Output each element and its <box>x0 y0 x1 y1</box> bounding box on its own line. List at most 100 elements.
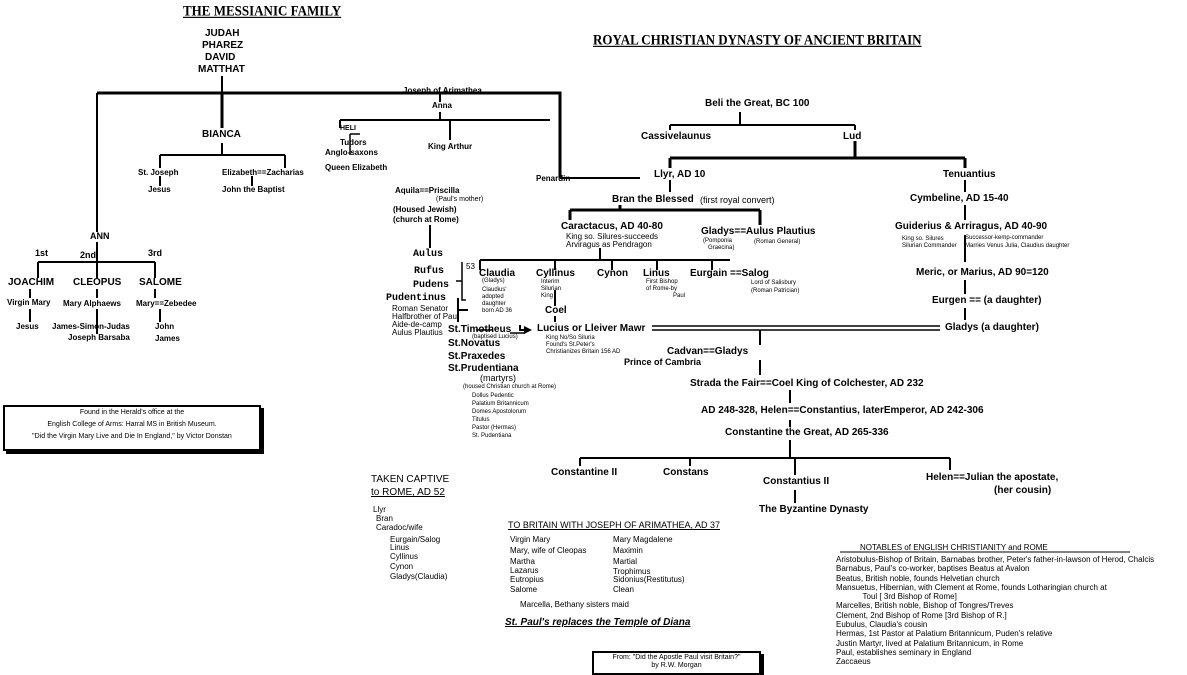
node-virgin-mary: Virgin Mary <box>7 298 51 307</box>
britain-marcella: Marcella, Bethany sisters maid <box>520 600 629 609</box>
pudentinus-note-4: Aulus Plautius <box>392 328 443 337</box>
church-name-6: St. Pudentiana <box>472 433 512 439</box>
royal-dynasty-title: ROYAL CHRISTIAN DYNASTY OF ANCIENT BRITA… <box>593 30 922 49</box>
cyllinus-note-2: Silurian <box>541 286 562 292</box>
notable-3: Beatus, British noble, founds Helvetian … <box>836 573 1000 583</box>
node-lud: Lud <box>843 131 862 142</box>
captive-name-2: Bran <box>376 514 393 523</box>
node-lucius-lleiver-mawr: Lucius or Lleiver Mawr <box>537 323 646 334</box>
from-line-1: From: "Did the Apostle Paul visit Britai… <box>612 654 741 661</box>
node-constans: Constans <box>663 467 709 478</box>
node-salome: SALOME <box>139 277 182 288</box>
node-cleopus: CLEOPUS <box>73 277 122 288</box>
node-joseph-of-arimathea: Joseph of Arimathea <box>403 86 482 95</box>
guiderius-note-1: King so. Silures <box>902 236 944 242</box>
messianic-family-title: THE MESSIANIC FAMILY <box>183 1 342 20</box>
node-cassivelaunus: Cassivelaunus <box>641 131 712 142</box>
lucius-note-2: Found's St.Peter's <box>546 342 595 348</box>
claudia-note-5: born AD 36 <box>482 308 513 314</box>
notables-list: Aristobulus-Bishop of Britain, Barnabas … <box>836 555 1154 667</box>
captive-name-1: Llyr <box>373 505 386 514</box>
note-housed-christian-church: (housed Christian church at Rome) <box>463 384 557 390</box>
label-1st: 1st <box>35 248 49 258</box>
node-pharez: PHAREZ <box>202 40 244 51</box>
salog-note-1: Lord of Salisbury <box>751 280 797 286</box>
britain-col2-5: Sidonius(Restitutus) <box>613 575 685 584</box>
notable-5: Toul [ 3rd Bishop of Rome] <box>836 592 957 602</box>
node-ann: ANN <box>90 231 110 241</box>
st-pauls-note: St. Paul's replaces the Temple of Diana <box>505 617 691 628</box>
church-name-5: Pastor (Hermas) <box>472 425 517 431</box>
label-2nd: 2nd <box>80 250 97 260</box>
claudia-note-4: daughter <box>482 301 506 307</box>
node-elizabeth-zacharias: Elizabeth==Zacharias <box>222 168 304 177</box>
church-name-4: Titulus <box>472 417 490 423</box>
notable-2: Barnabus, Paul's co-worker, baptises Bea… <box>836 564 1030 574</box>
notable-8: Eubulus, Claudia's cousin <box>836 620 928 630</box>
node-st-praxedes: St.Praxedes <box>448 351 506 362</box>
node-mary-alphaews: Mary Alphaews <box>63 299 121 308</box>
captive-heading: TAKEN CAPTIVE <box>371 474 450 485</box>
guiderius-note-2: Silurian Commander <box>902 243 957 249</box>
captive-name-8: Gladys(Claudia) <box>390 572 448 581</box>
node-strada-coel: Strada the Fair==Coel King of Colchester… <box>690 378 924 389</box>
node-st-prudentiana: St.Prudentiana <box>448 363 519 374</box>
notable-6: Marcelles, British noble, Bishop of Tong… <box>836 601 1014 611</box>
node-beli-the-great: Beli the Great, BC 100 <box>705 98 810 109</box>
node-bianca: BIANCA <box>202 129 241 140</box>
notable-11: Paul, establishes seminary in England <box>836 647 972 657</box>
note-housed-jewish: (Housed Jewish) <box>393 205 457 214</box>
label-3rd: 3rd <box>148 248 163 258</box>
britain-col1-1: Virgin Mary <box>510 535 551 544</box>
britain-col2-2: Maximin <box>613 546 643 555</box>
node-st-joseph: St. Joseph <box>138 168 179 177</box>
note-baptised-lucius: (baptised Lucius) <box>472 334 518 340</box>
node-meric-marius: Meric, or Marius, AD 90=120 <box>916 267 1049 278</box>
node-st-novatus: St.Novatus <box>448 338 501 349</box>
herald-source-box: Found in the Herald's office at the Engl… <box>3 405 261 451</box>
notable-12: Zaccaeus <box>836 657 871 667</box>
node-st-timotheus: St.Timotheus <box>448 324 512 335</box>
node-jesus-son-of-joseph: Jesus <box>148 185 171 194</box>
cyllinus-note-3: King <box>541 293 554 299</box>
node-pudentinus: Pudentinus <box>386 293 447 304</box>
node-queen-elizabeth: Queen Elizabeth <box>325 163 388 172</box>
herald-line-2: English College of Arms: Harral MS in Br… <box>47 421 217 429</box>
herald-line-1: Found in the Herald's office at the <box>79 409 185 416</box>
britain-col1-4: Lazarus <box>510 566 539 575</box>
claudia-note-2: Claudius' <box>482 287 507 293</box>
captive-subheading: to ROME, AD 52 <box>371 487 445 498</box>
lucius-note-1: King No/So Siluria <box>546 335 595 341</box>
britain-col2-6: Clean <box>613 585 634 594</box>
notable-4: Mansuetus, Hibernian, with Clement at Ro… <box>836 582 1107 592</box>
note-graecina: Graecina) <box>708 245 735 251</box>
node-john-the-baptist: John the Baptist <box>222 185 285 194</box>
captive-name-7: Cynon <box>390 562 414 571</box>
note-first-royal-convert: (first royal convert) <box>700 195 775 205</box>
note-pomponia: (Pomponia <box>703 238 733 244</box>
britain-col1-3: Martha <box>510 557 535 566</box>
node-caractacus: Caractacus, AD 40-80 <box>561 221 663 232</box>
node-aquila-priscilla: Aquila==Priscilla <box>395 186 460 195</box>
notable-9: Hermas, 1st Pastor at Palatium Britannic… <box>836 629 1053 639</box>
node-cadvan-gladys: Cadvan==Gladys <box>667 346 749 357</box>
node-cyllinus: Cyllinus <box>536 268 575 279</box>
node-joseph-barsaba: Joseph Barsaba <box>68 333 130 342</box>
britain-col1-2: Mary, wife of Cleopas <box>510 546 587 555</box>
node-tudors: Tudors <box>340 138 367 147</box>
node-helen-constantius: AD 248-328, Helen==Constantius, laterEmp… <box>701 405 984 416</box>
britain-col2-3: Martial <box>613 557 638 566</box>
node-tenuantius: Tenuantius <box>943 169 996 180</box>
node-bran-the-blessed: Bran the Blessed <box>612 194 694 205</box>
salog-note-2: (Roman Patrician) <box>751 288 800 294</box>
node-heli: HELI <box>340 125 356 132</box>
node-king-arthur: King Arthur <box>428 142 473 151</box>
caractacus-note-2: Arviragus as Pendragon <box>566 240 652 249</box>
node-cymbeline: Cymbeline, AD 15-40 <box>910 193 1009 204</box>
claudia-note-3: adopted <box>482 294 504 300</box>
node-rufus: Rufus <box>414 266 445 277</box>
pudentinus-note-3: Aide-de-camp <box>392 320 442 329</box>
guiderius-note-4: Marries Venus Julia, Claudius daughter <box>965 243 1070 249</box>
